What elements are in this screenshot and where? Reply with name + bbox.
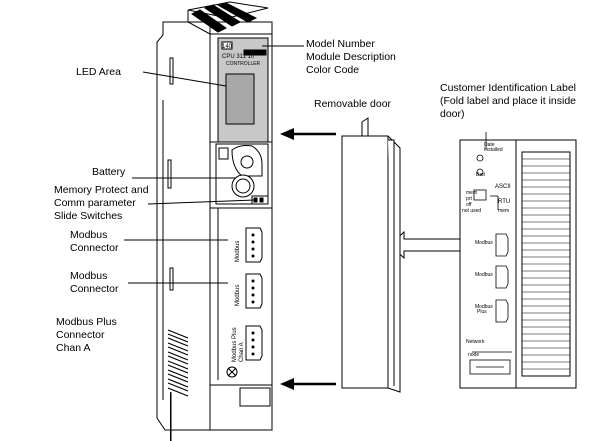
label-removable-door: Removable door [314,98,392,110]
label-modbus-connector-2a: Modbus [70,270,108,282]
door-port1: Modbus [475,240,493,246]
door-prt: prt [466,196,472,202]
module-port3a-label: Modbus Plus [232,327,238,362]
label-color-code: Color Code [306,64,360,76]
label-modbus-plus-3: Chan A [56,342,91,354]
door-mem: mem [466,190,477,196]
door-node: node [468,352,479,358]
door-date-1: Date [484,142,495,148]
arrow-label-insert [389,230,463,260]
label-modbus-plus-1: Modbus Plus [56,316,117,328]
label-door-features [469,132,512,375]
module-port3b-label: Chan A [239,342,245,362]
label-grid-lines [522,158,570,370]
label-module-description: Module Description [306,51,396,63]
module-port1-label: Modbus [235,241,241,262]
model-desc: CONTROLLER [226,61,261,67]
label-modbus-plus-2: Connector [56,329,105,341]
controller-module [156,1,273,441]
door-port2: Modbus [475,272,493,278]
side-barcode [167,329,189,397]
arrow-door-bottom [280,378,336,390]
arrow-door-top [280,128,336,140]
label-customer-id-1: Customer Identification Label [440,82,576,94]
removable-door [341,117,401,393]
label-modbus-connector-2b: Connector [70,283,119,295]
module-port2-label: Modbus [235,285,241,306]
door-ascii: ASCII [495,184,511,190]
door-network: Network [466,339,485,345]
door-port3a: Modbus [475,304,493,310]
door-batt-1: Batt [476,172,486,178]
door-mem2: mem [498,208,509,214]
label-customer-id-3: door) [440,108,465,120]
label-customer-id-2: (Fold label and place it inside [440,95,576,107]
label-led-area: LED Area [76,66,121,78]
label-battery: Battery [92,166,126,178]
label-model-number: Model Number [306,38,375,50]
model-code: CPU 311 10 [222,54,255,60]
label-memory-protect-3: Slide Switches [54,210,123,222]
door-date-2: Installed [484,147,503,153]
model-badge: 140 [222,44,233,50]
door-off: off [466,202,472,208]
label-modbus-connector-1b: Connector [70,242,119,254]
door-not-used: not used [462,208,481,214]
label-modbus-connector-1a: Modbus [70,229,108,241]
leader-lines [124,45,304,284]
label-memory-protect-2: Comm parameter [54,197,136,209]
door-rtu: RTU [498,199,510,205]
door-port3b: Plus [477,309,487,315]
label-memory-protect-1: Memory Protect and [54,184,149,196]
